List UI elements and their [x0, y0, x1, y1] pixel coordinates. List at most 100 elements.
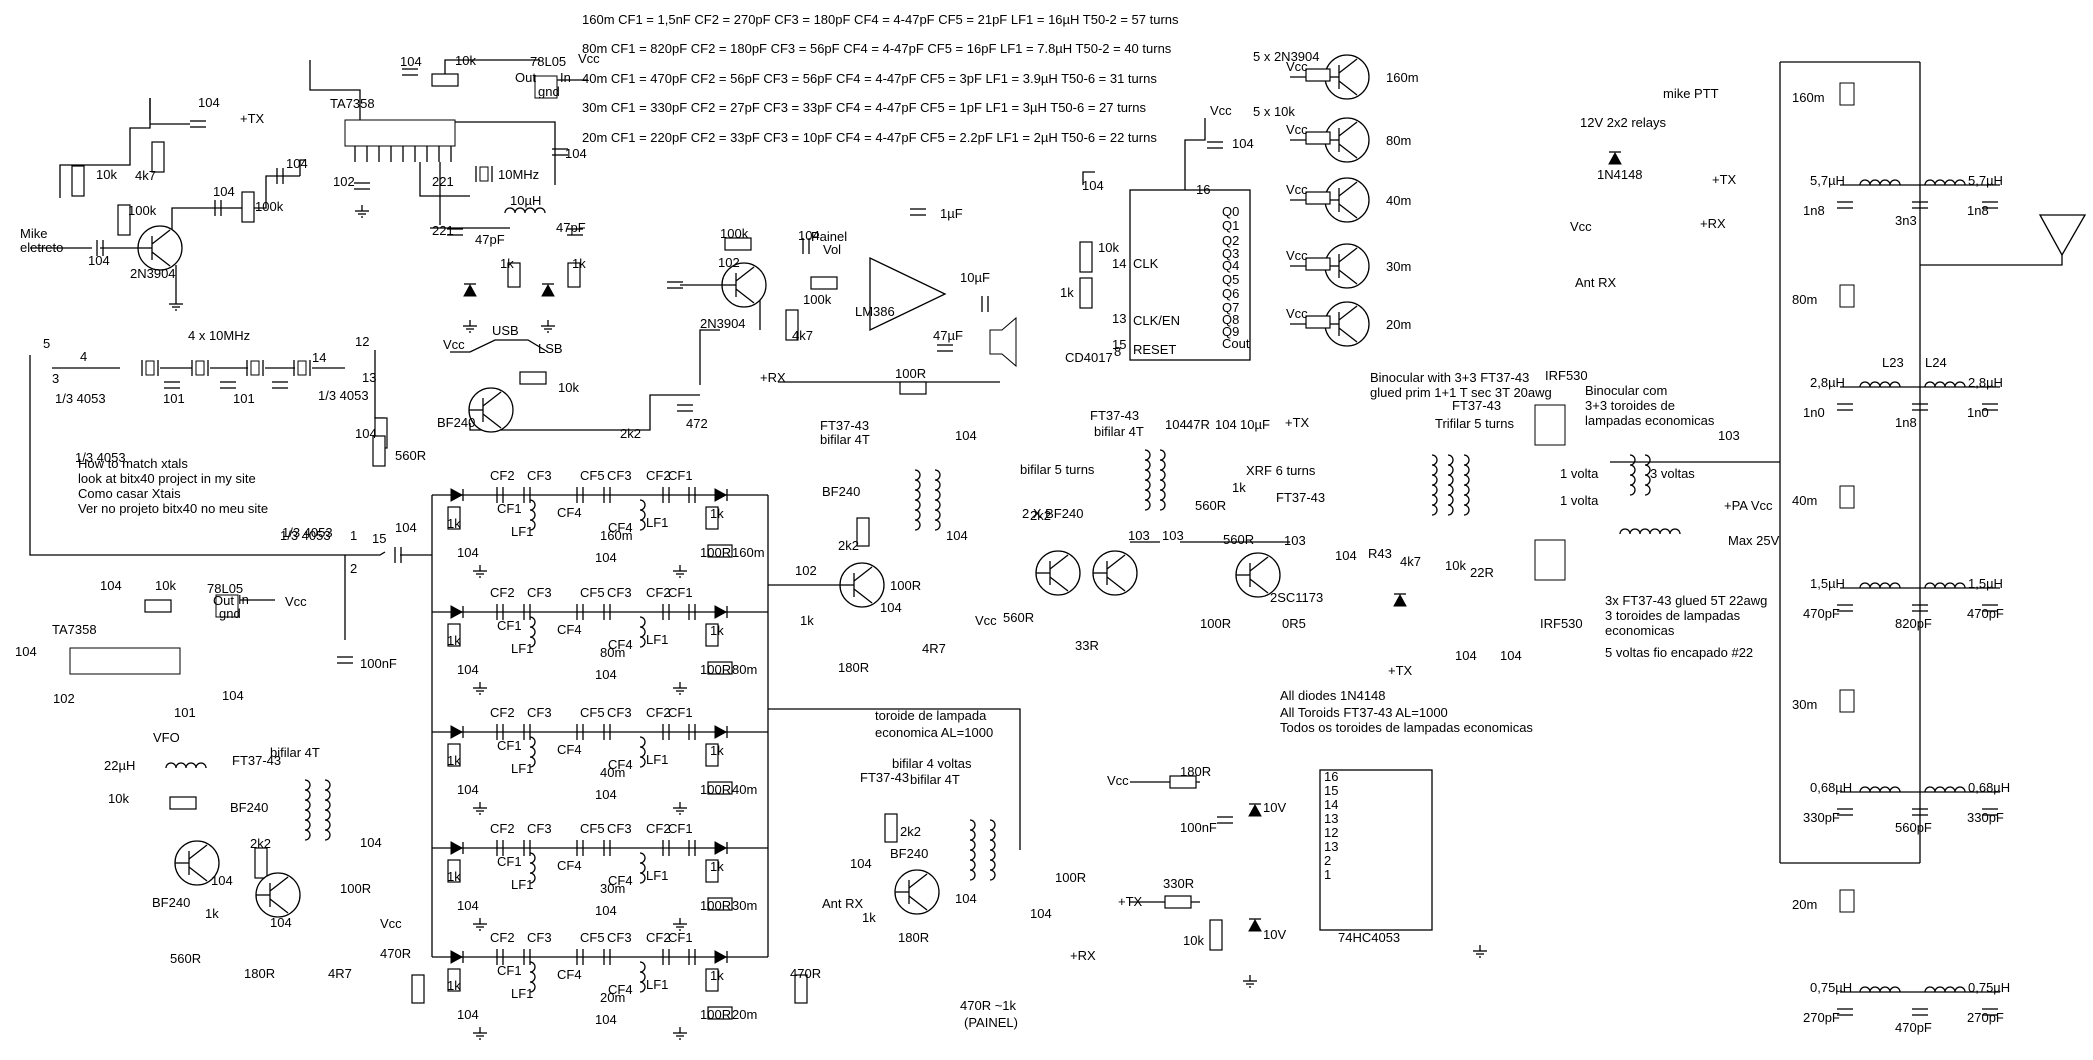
label: 1k [710, 506, 724, 521]
label: Vcc [1286, 122, 1308, 137]
label: 104 [595, 903, 617, 918]
inductor [1159, 449, 1166, 511]
label: +TX [1285, 415, 1310, 430]
label: BF240 [230, 800, 268, 815]
diode [714, 841, 728, 855]
diode [541, 283, 555, 297]
label: 160m [1792, 90, 1825, 105]
label: 1n0 [1967, 405, 1989, 420]
label: 1n0 [1803, 405, 1825, 420]
label: 104 [1215, 417, 1237, 432]
resistor [1209, 919, 1223, 951]
label: 1k [205, 906, 219, 921]
label: 30m [1792, 697, 1817, 712]
label: 2k2 [250, 836, 271, 851]
label: How to match xtals [78, 456, 188, 471]
transistor [1249, 556, 1269, 572]
label: +RX [1700, 216, 1726, 231]
label: CF1 [668, 821, 693, 836]
label: CF3 [527, 930, 552, 945]
inductor [639, 616, 646, 648]
label: 1 volta [1560, 466, 1599, 481]
label: lampadas economicas [1585, 413, 1715, 428]
label: TA7358 [330, 96, 375, 111]
label: 2N3904 [130, 266, 176, 281]
label: 2 [350, 561, 357, 576]
resistor [1169, 775, 1197, 789]
wire [768, 708, 1021, 850]
components [69, 54, 2087, 1040]
label: 10µF [960, 270, 990, 285]
label: eletreto [20, 240, 63, 255]
label: Binocular with 3+3 FT37-43 [1370, 370, 1529, 385]
label: Trifilar 5 turns [1435, 416, 1514, 431]
label: CF2 [490, 468, 515, 483]
label: +PA Vcc [1724, 498, 1773, 513]
label: XRF 6 turns [1246, 463, 1316, 478]
label: 1µF [940, 206, 963, 221]
label: 560R [1003, 610, 1034, 625]
label: toroide de lampada [875, 708, 987, 723]
label: CF3 [527, 585, 552, 600]
label: 30m [1386, 259, 1411, 274]
label: 560R [395, 448, 426, 463]
label: CF4 [608, 520, 633, 535]
label: 10k [108, 791, 129, 806]
label: 1/3 4053 [55, 391, 106, 406]
transistor [1338, 121, 1358, 137]
wire [1184, 118, 1206, 190]
resistor [241, 191, 255, 223]
label: 0R5 [1282, 616, 1306, 631]
label: CF1 [668, 585, 693, 600]
diode [1393, 593, 1407, 607]
transistor [1338, 305, 1358, 321]
resistor [1305, 315, 1331, 329]
label: Ant RX [822, 896, 864, 911]
label: 5,7µH [1810, 173, 1845, 188]
label: 1k [862, 910, 876, 925]
label: 47µF [933, 328, 963, 343]
wire [309, 60, 361, 120]
label: 5 [43, 336, 50, 351]
label: 100R [1055, 870, 1086, 885]
transistor [1106, 576, 1126, 592]
label: LM386 [855, 304, 895, 319]
label: CF1 [497, 501, 522, 516]
antenna-icon [2038, 214, 2087, 257]
label: 104 [1335, 548, 1357, 563]
label: 100R [700, 1007, 731, 1022]
transistor [1338, 181, 1358, 197]
label: LF1 [646, 515, 668, 530]
diode [1248, 918, 1262, 932]
label: 78L05 [530, 54, 566, 69]
resistor [447, 623, 461, 647]
label: 10µH [510, 193, 541, 208]
label: 10k [1183, 933, 1204, 948]
label: 104 [395, 520, 417, 535]
resistor [447, 968, 461, 992]
label: 30m [732, 898, 757, 913]
transistor [188, 866, 208, 882]
inductor [529, 499, 536, 531]
label: CF5 [580, 821, 605, 836]
label: 47pF [556, 220, 586, 235]
inductor [504, 207, 546, 214]
label: 1k [800, 613, 814, 628]
transistor [908, 873, 928, 889]
label: CLK [1133, 256, 1159, 271]
wire [419, 162, 470, 197]
label: 180R [898, 930, 929, 945]
label: 3n3 [1895, 213, 1917, 228]
label: LF1 [646, 752, 668, 767]
label: 1k [447, 753, 461, 768]
resistor [707, 661, 733, 675]
label: 100R [340, 881, 371, 896]
resistor [151, 141, 165, 173]
label: 2,8µH [1968, 375, 2003, 390]
resistor [1079, 241, 1093, 273]
label: 104 [355, 426, 377, 441]
transistor [188, 844, 208, 860]
label: 560R [1223, 532, 1254, 547]
label: Vcc [1286, 248, 1308, 263]
label: 10V [1263, 927, 1286, 942]
